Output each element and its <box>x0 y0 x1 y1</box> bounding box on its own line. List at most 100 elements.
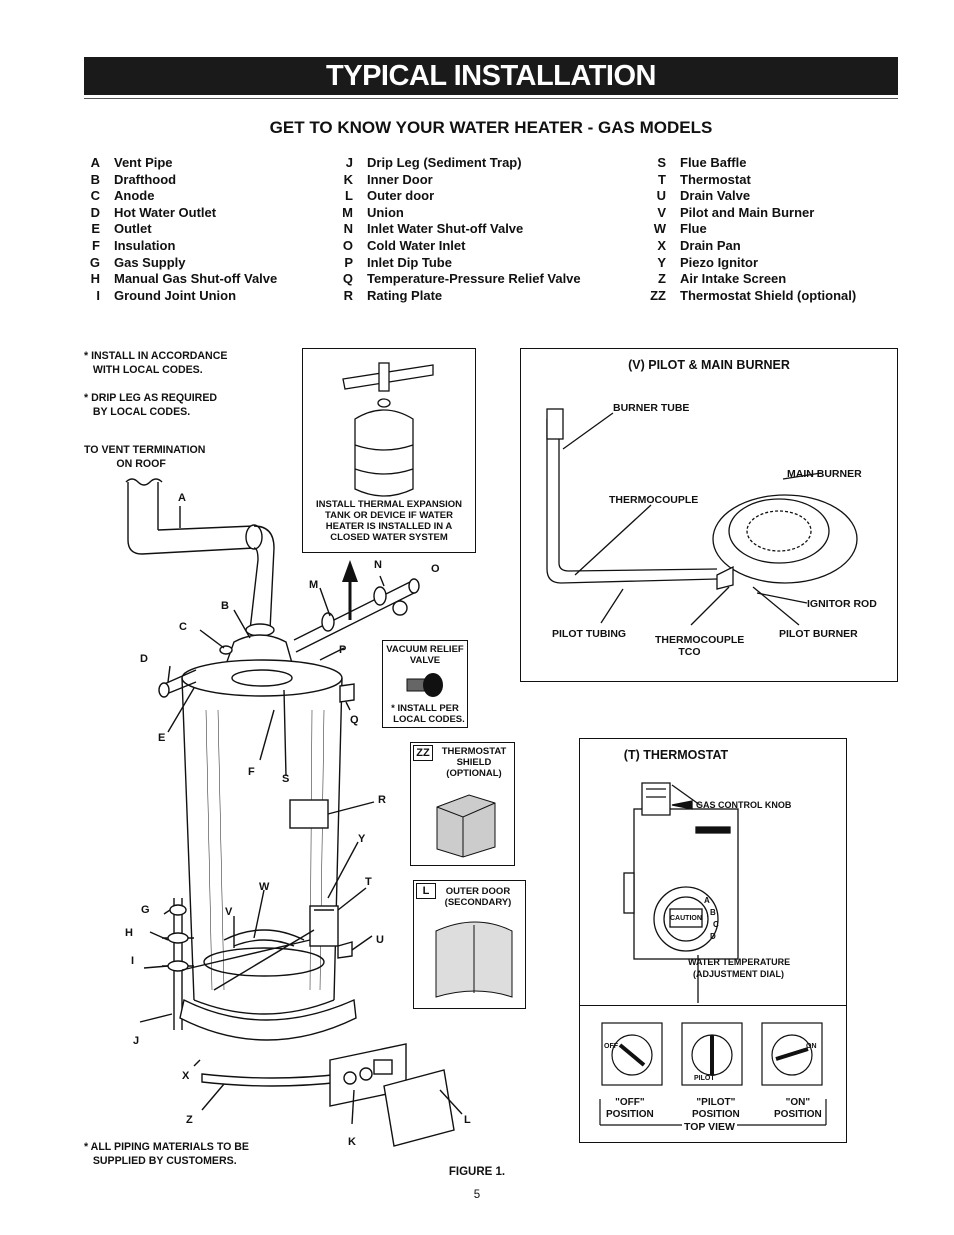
legend-label: Flue Baffle <box>680 155 747 170</box>
thermostat-title: (T) THERMOSTAT <box>623 748 729 762</box>
pilot-burner-title: (V) PILOT & MAIN BURNER <box>628 358 790 372</box>
legend-key: T <box>658 171 666 187</box>
legend-label: Thermostat <box>680 171 751 187</box>
callout-y: Y <box>358 833 366 845</box>
callout-a: A <box>178 492 186 504</box>
legend-label: Vent Pipe <box>114 155 173 170</box>
legend-item: H Manual Gas Shut-off Valve <box>72 271 278 288</box>
legend-label: Piezo Ignitor <box>680 254 758 270</box>
label-thermocouple-tco: THERMOCOUPLE TCO <box>655 634 745 658</box>
dial-mark-b: B <box>710 908 716 917</box>
legend-label: Inlet Water Shut-off Valve <box>367 221 524 237</box>
legend-key: J <box>345 155 353 170</box>
label-gas-control-knob: GAS CONTROL KNOB <box>696 800 792 810</box>
label-off-position: "OFF" POSITION <box>606 1097 654 1120</box>
legend-key: D <box>90 204 100 220</box>
thermostat-panel-divider <box>580 1005 846 1006</box>
callout-h: H <box>125 927 133 939</box>
thermostat-shield-illustration <box>436 794 496 858</box>
legend-item: G Gas Supply <box>72 255 277 272</box>
legend-label: Manual Gas Shut-off Valve <box>114 271 278 287</box>
callout-g: G <box>141 904 150 916</box>
knob-text-on: ON <box>806 1043 817 1050</box>
thermostat-panel: (T) THERMOSTAT GAS CONTROL KNOB CAUTION … <box>579 738 847 1143</box>
callout-x: X <box>182 1070 190 1082</box>
legend-key: S <box>657 155 666 170</box>
legend-item: N Inlet Water Shut-off Valve <box>325 221 581 238</box>
callout-s: S <box>282 773 290 785</box>
legend-item: U Drain Valve <box>638 188 856 205</box>
legend-key: E <box>91 221 100 237</box>
outer-door-caption: OUTER DOOR (SECONDARY) <box>444 886 512 908</box>
legend-key: Z <box>658 271 666 287</box>
dial-mark-c: C <box>713 920 719 929</box>
legend-item: T Thermostat <box>638 172 856 189</box>
legend-label: Cold Water Inlet <box>367 237 466 253</box>
pilot-burner-illustration <box>546 408 858 626</box>
legend-key: K <box>343 171 353 187</box>
callout-l: L <box>464 1114 471 1126</box>
callout-b: B <box>221 600 229 612</box>
callout-f: F <box>248 766 255 778</box>
expansion-tank-box: INSTALL THERMAL EXPANSION TANK OR DEVICE… <box>302 348 476 553</box>
legend-item: F Insulation <box>72 238 277 255</box>
thermostat-shield-box: ZZ THERMOSTAT SHIELD (OPTIONAL) <box>410 742 515 866</box>
legend-label: Thermostat Shield (optional) <box>680 287 857 303</box>
legend-item: E Outlet <box>72 221 277 238</box>
label-pilot-burner: PILOT BURNER <box>779 628 858 640</box>
legend-label: Rating Plate <box>367 287 443 303</box>
legend-label: Drafthood <box>114 171 177 187</box>
legend-key: N <box>343 221 353 237</box>
note-vent-termination: TO VENT TERMINATION ON ROOF <box>84 444 206 470</box>
callout-u: U <box>376 934 384 946</box>
tag-zz: ZZ <box>413 745 433 761</box>
legend-label: Drain Valve <box>680 188 751 204</box>
legend-key: W <box>653 221 666 237</box>
callout-q: Q <box>350 714 359 726</box>
legend-label: Inner Door <box>367 171 433 187</box>
expansion-tank-caption: INSTALL THERMAL EXPANSION TANK OR DEVICE… <box>315 499 463 543</box>
knob-text-off: OFF <box>604 1043 618 1050</box>
pilot-burner-panel: (V) PILOT & MAIN BURNER BURNER TUBE MAIN… <box>520 348 898 682</box>
outer-door-box: L OUTER DOOR (SECONDARY) <box>413 880 526 1009</box>
water-heater-diagram <box>125 478 463 1147</box>
legend-key: U <box>656 188 666 204</box>
callout-i: I <box>131 955 135 967</box>
legend-label: Insulation <box>114 237 176 253</box>
legend-key: H <box>90 271 100 287</box>
callout-r: R <box>378 794 386 806</box>
legend-key: F <box>92 237 100 253</box>
dial-mark-a: A <box>704 896 710 905</box>
legend-label: Outer door <box>367 188 435 204</box>
vacuum-relief-box: VACUUM RELIEF VALVE * INSTALL PER LOCAL … <box>382 640 468 728</box>
legend-key: O <box>342 237 353 253</box>
tag-l: L <box>416 883 436 899</box>
page-title: TYPICAL INSTALLATION <box>84 57 898 95</box>
legend-label: Drip Leg (Sediment Trap) <box>367 155 522 170</box>
note-drip-leg: * DRIP LEG AS REQUIRED BY LOCAL CODES. <box>84 392 218 418</box>
label-top-view: TOP VIEW <box>682 1121 737 1133</box>
label-pilot-tubing: PILOT TUBING <box>552 628 627 640</box>
callout-z: Z <box>186 1114 193 1126</box>
legend-key: B <box>90 171 100 187</box>
vacuum-relief-title: VACUUM RELIEF VALVE <box>386 644 464 666</box>
legend-label: Outlet <box>114 221 152 237</box>
callout-t: T <box>365 876 372 888</box>
callout-p: P <box>339 644 347 656</box>
section-subtitle: GET TO KNOW YOUR WATER HEATER - GAS MODE… <box>269 118 713 137</box>
label-burner-tube: BURNER TUBE <box>613 402 690 414</box>
callout-m: M <box>309 579 319 591</box>
legend-label: Gas Supply <box>114 254 186 270</box>
note-piping-materials: * ALL PIPING MATERIALS TO BE SUPPLIED BY… <box>84 1141 249 1167</box>
legend-key: L <box>345 188 353 204</box>
legend-key: M <box>342 204 353 220</box>
vacuum-valve-icon <box>406 673 443 697</box>
legend-key: G <box>89 254 100 270</box>
